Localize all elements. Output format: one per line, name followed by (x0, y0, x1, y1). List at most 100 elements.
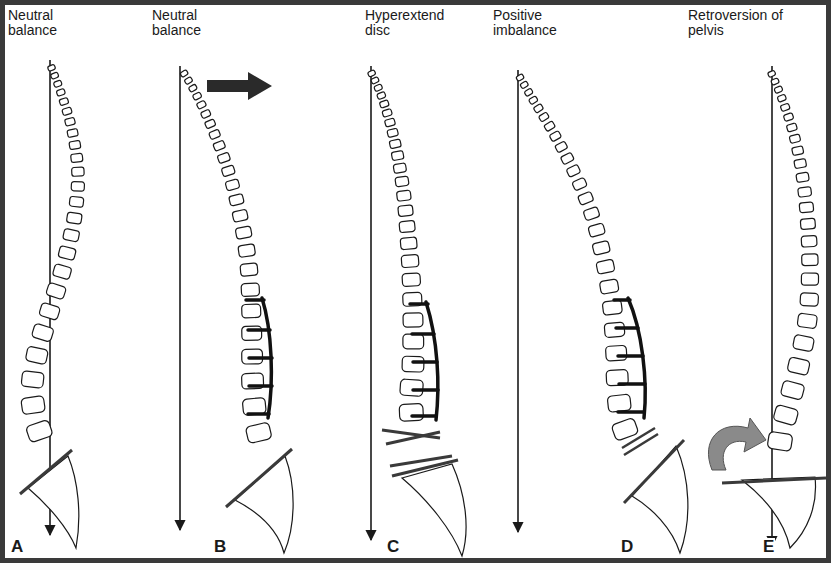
vertebra (209, 129, 221, 140)
vertebra (396, 190, 411, 201)
vertebra (555, 141, 568, 153)
vertebra (800, 293, 819, 307)
vertebra (39, 302, 61, 320)
vertebra (21, 371, 44, 389)
vertebra (572, 177, 588, 191)
vertebra (52, 263, 72, 279)
vertebra (544, 121, 556, 132)
panel-heading: Retroversion of pelvis (688, 8, 788, 39)
vertebra (799, 202, 814, 213)
vertebra (53, 80, 62, 88)
vertebra (371, 77, 380, 85)
vertebra (516, 74, 525, 82)
vertebra (792, 146, 804, 156)
vertebra (59, 97, 69, 105)
panel-heading: Neutral balance (152, 8, 214, 39)
vertebra (379, 100, 389, 108)
vertebra (801, 235, 817, 247)
vertebra (213, 140, 226, 151)
vertebra (367, 70, 376, 78)
vertebra (524, 88, 533, 97)
vertebra (69, 140, 81, 149)
vertebra (242, 304, 261, 318)
vertebra (767, 431, 793, 451)
vertebra (400, 379, 424, 397)
vertebra (780, 380, 805, 400)
vertebra (25, 419, 53, 442)
vertebra (242, 326, 262, 340)
disc-wedge-lines (382, 430, 452, 466)
panel-letter: C (386, 538, 400, 557)
vertebra (47, 64, 56, 71)
vertebra (387, 128, 399, 138)
vertebra (592, 240, 610, 255)
vertebra (588, 223, 606, 238)
vertebra (21, 396, 46, 415)
vertebra (802, 254, 818, 266)
vertebra (797, 313, 817, 329)
vertebra (225, 179, 240, 191)
vertebra (240, 263, 258, 277)
vertebra (566, 164, 581, 177)
vertebra (184, 77, 193, 85)
panel-heading: Neutral balance (8, 8, 70, 39)
vertebra (235, 226, 252, 240)
vertebra (604, 322, 625, 338)
sacra (28, 446, 816, 556)
vertebra (62, 107, 73, 116)
vertebra (583, 206, 600, 221)
vertebra (31, 323, 54, 342)
panel-heading: Positive imbalance (493, 8, 573, 39)
vertebra (399, 220, 415, 232)
vertebra (384, 118, 395, 127)
vertebra (773, 404, 799, 426)
vertebra (403, 334, 424, 349)
vertebra (229, 193, 245, 206)
vertebra (774, 86, 783, 94)
vertebra (71, 153, 83, 163)
endplate-lines (20, 440, 826, 507)
vertebra (596, 259, 615, 274)
vertebra (792, 334, 814, 352)
vertebra (238, 244, 256, 258)
vertebra (196, 100, 206, 109)
vertebra (599, 279, 619, 295)
vertebra (577, 191, 593, 205)
vertebra (399, 404, 423, 422)
vertebra (232, 209, 248, 222)
vertebra (50, 72, 59, 80)
vertebra (602, 300, 622, 316)
vertebra (402, 273, 421, 287)
vertebra (393, 163, 407, 174)
panel-letter: D (620, 538, 634, 557)
vertebra (377, 91, 387, 99)
vertebra (389, 139, 401, 149)
vertebra (391, 150, 404, 160)
vertebra (780, 103, 790, 112)
vertebra (382, 109, 393, 118)
vertebra (549, 131, 562, 142)
vertebra (786, 123, 797, 132)
vertebra (241, 283, 260, 297)
vertebra (64, 117, 75, 126)
vertebra (56, 88, 66, 96)
vertebra (245, 422, 272, 444)
vertebra (188, 84, 197, 93)
vertebra (180, 69, 189, 77)
vertebra (398, 205, 414, 217)
panel-letter: B (213, 538, 227, 557)
panel-letter: A (10, 538, 24, 557)
vertebra (798, 186, 812, 197)
vertebra (221, 165, 235, 177)
vertebra (217, 152, 231, 164)
vertebra (200, 109, 211, 119)
vertebra (796, 172, 810, 183)
vertebra (69, 196, 84, 207)
vertebra (789, 134, 801, 144)
vertebra (374, 84, 383, 92)
vertebra (67, 128, 79, 137)
panel-letter: E (762, 538, 775, 557)
vertebra (400, 237, 417, 250)
